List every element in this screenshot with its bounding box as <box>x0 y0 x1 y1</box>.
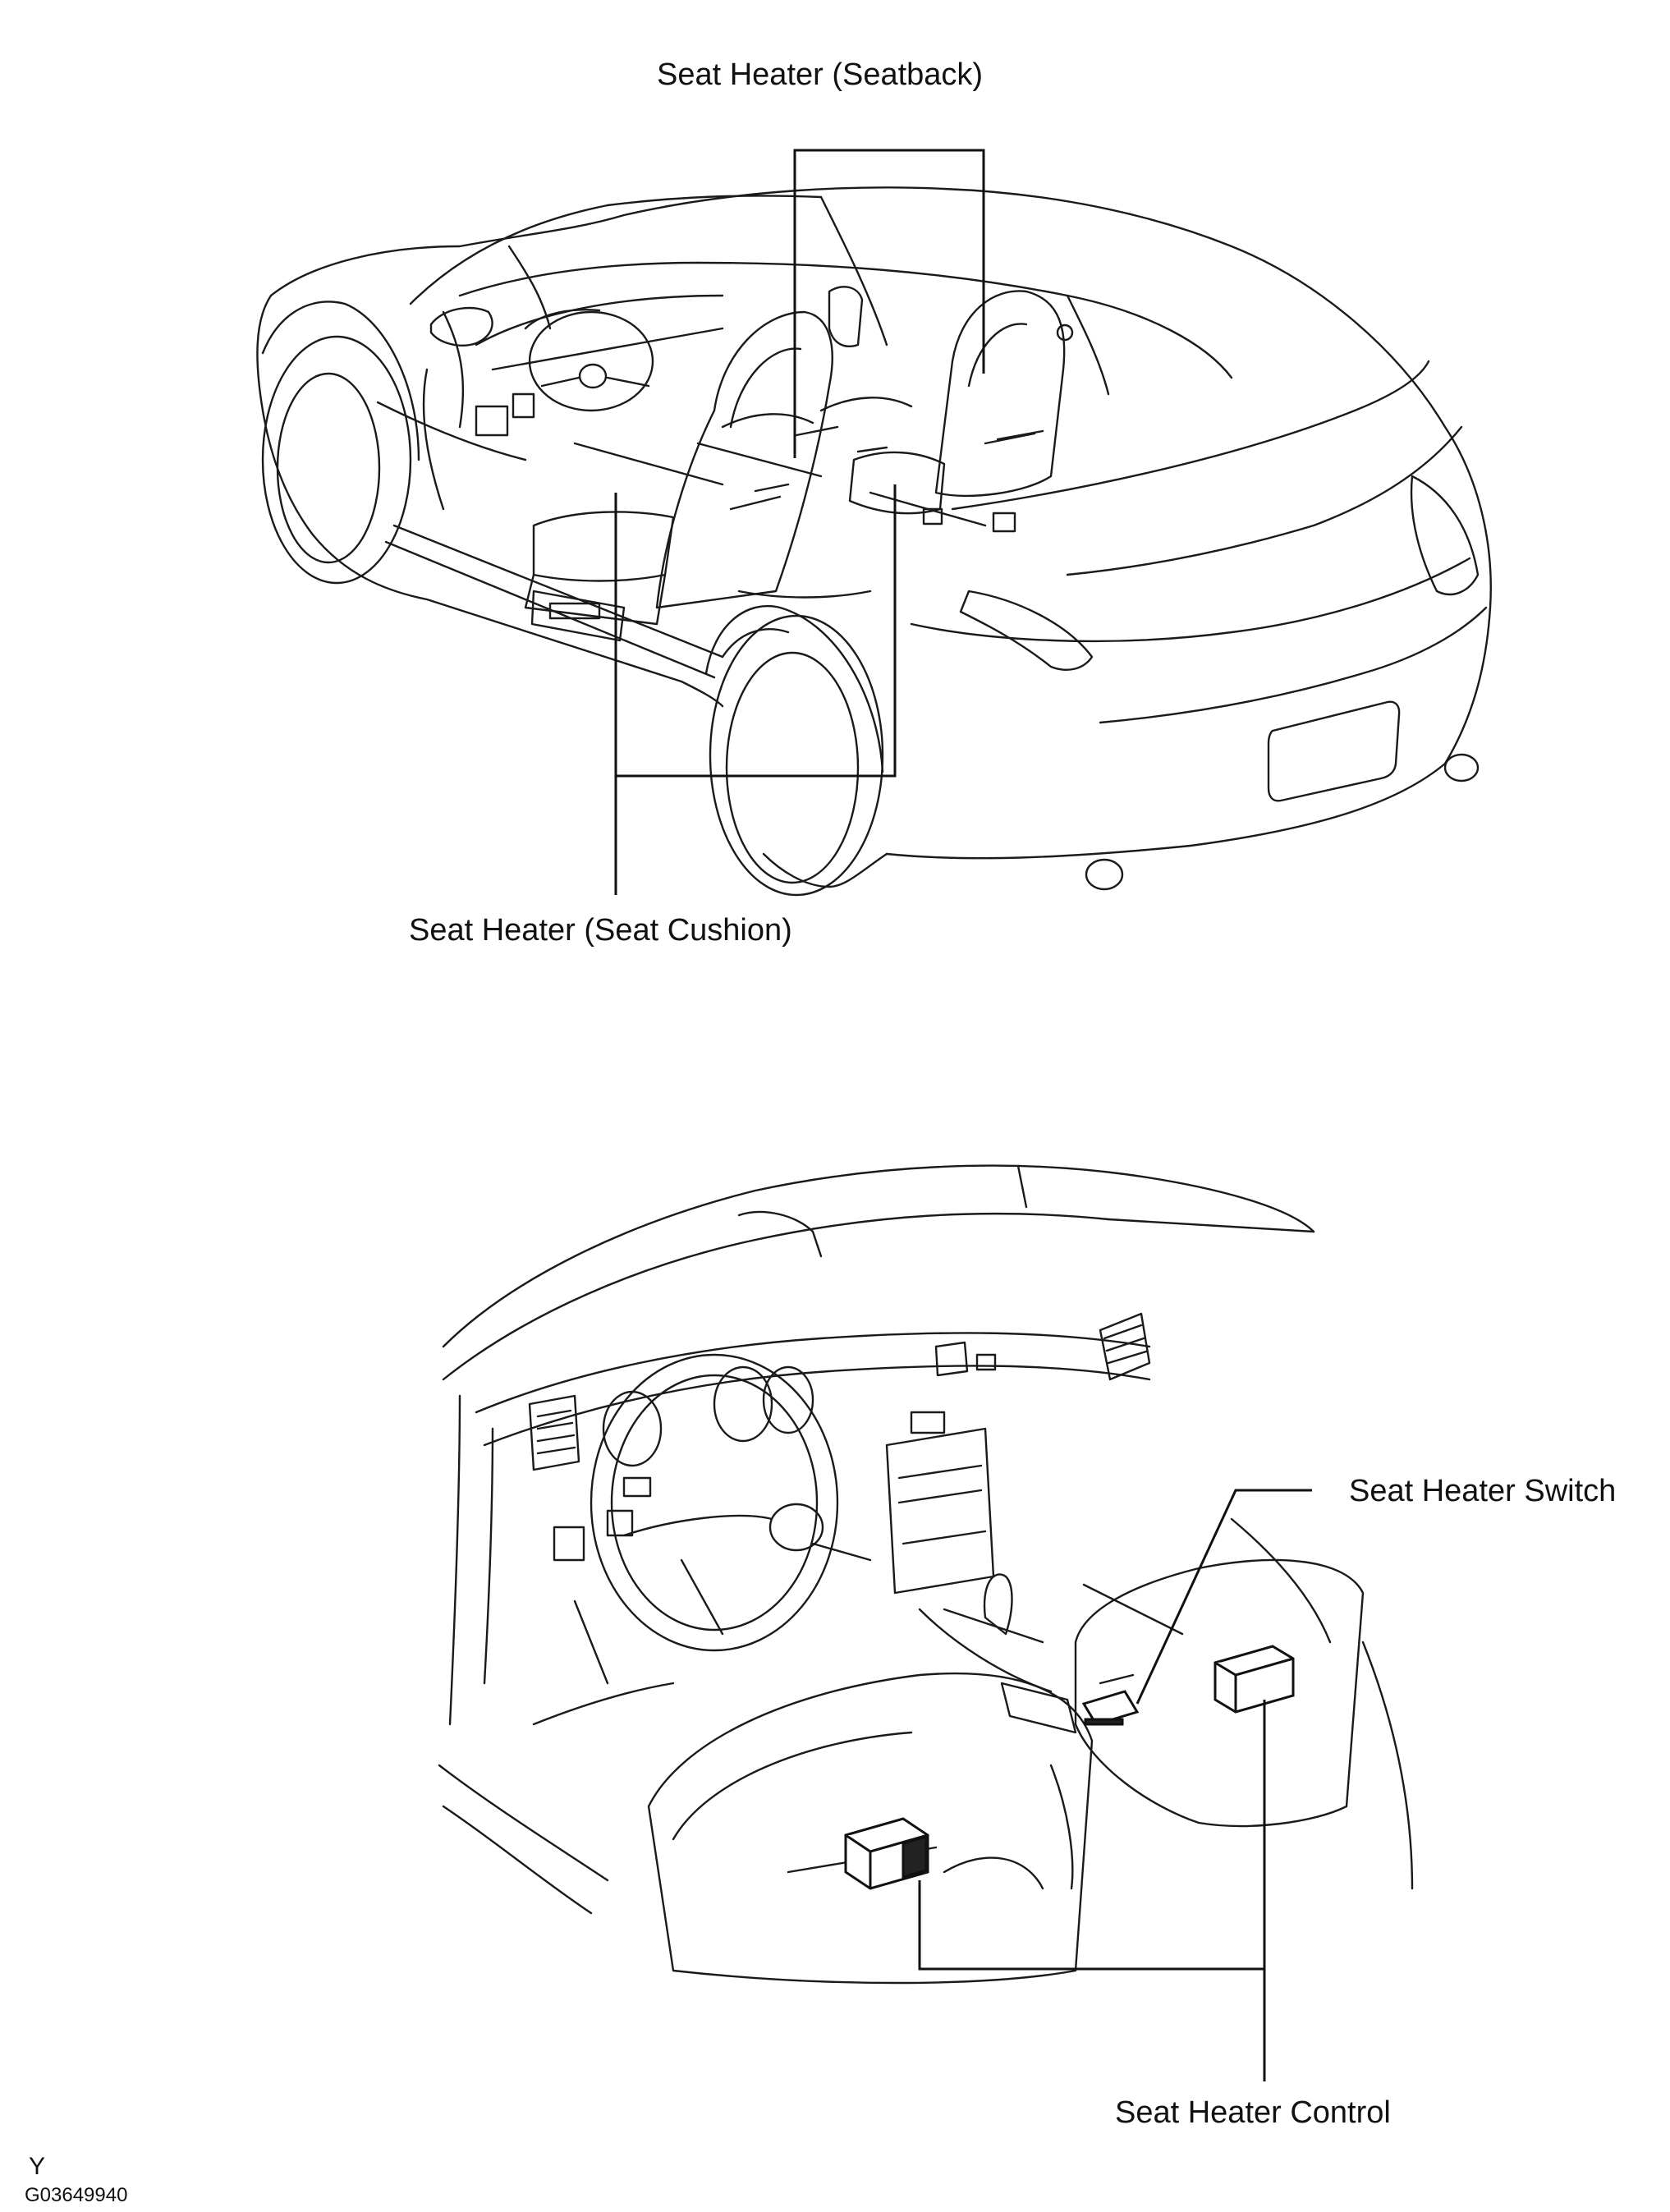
control-leader <box>918 1880 1264 1971</box>
seat-heater-control-right-part <box>1214 1645 1295 1714</box>
seat-heater-control-label: Seat Heater Control <box>1115 2095 1391 2130</box>
bottom-leader-lines <box>918 1489 1312 2081</box>
seatback-leader <box>793 149 985 458</box>
figure-id: G03649940 <box>25 2184 128 2206</box>
interior-illustration <box>438 1164 1414 1985</box>
car-illustration <box>256 186 1492 897</box>
seat-heater-switch-label: Seat Heater Switch <box>1349 1474 1617 1508</box>
seat-heater-switch-part <box>1081 1690 1140 1726</box>
top-leader-lines <box>614 149 985 895</box>
view-code-letter: Y <box>29 2153 46 2180</box>
cushion-leader <box>614 484 897 778</box>
seatback-heater-label: Seat Heater (Seatback) <box>657 57 984 92</box>
switch-leader <box>1136 1489 1312 1705</box>
seat-heater-control-left-part <box>844 1817 929 1890</box>
seat-cushion-heater-label: Seat Heater (Seat Cushion) <box>409 913 792 948</box>
